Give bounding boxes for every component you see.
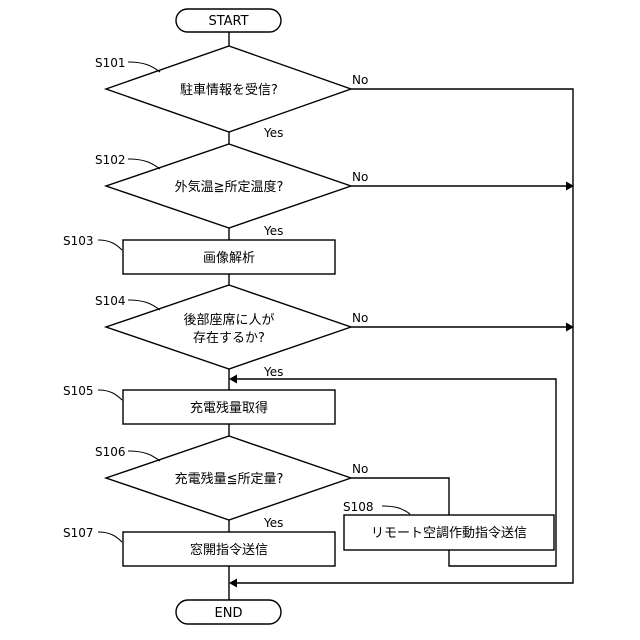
- leader-s107: [98, 532, 122, 542]
- no-label-s106: No: [352, 462, 368, 476]
- yes-label-s101: Yes: [263, 126, 283, 140]
- step-label-s107: S107: [63, 526, 94, 540]
- no-label-s104: No: [352, 311, 368, 325]
- end-text: END: [215, 606, 243, 621]
- yes-label-s102: Yes: [263, 224, 283, 238]
- leader-s102: [128, 159, 160, 169]
- yes-label-s106: Yes: [263, 516, 283, 530]
- step-label-s105: S105: [63, 384, 94, 398]
- step-label-s106: S106: [95, 445, 126, 459]
- leader-s108: [382, 506, 410, 514]
- process-s105-text: 充電残量取得: [190, 400, 268, 416]
- step-label-s108: S108: [343, 500, 374, 514]
- process-s108-text: リモート空調作動指令送信: [371, 526, 527, 541]
- leader-s101: [128, 62, 160, 72]
- start-text: START: [208, 14, 248, 29]
- step-label-s102: S102: [95, 153, 126, 167]
- leader-s106: [128, 451, 160, 461]
- arrow-return-s105: [229, 375, 237, 384]
- decision-s106-text: 充電残量≦所定量?: [175, 471, 284, 487]
- decision-s104-line1: 後部座席に人が: [183, 312, 274, 328]
- yes-label-s104: Yes: [263, 365, 283, 379]
- process-s107-text: 窓開指令送信: [190, 542, 268, 558]
- leader-s105: [98, 390, 122, 400]
- no-label-s101: No: [352, 73, 368, 87]
- step-label-s104: S104: [95, 294, 126, 308]
- no-label-s102: No: [352, 170, 368, 184]
- step-label-s103: S103: [63, 234, 94, 248]
- decision-s101-text: 駐車情報を受信?: [180, 83, 278, 98]
- process-s103-text: 画像解析: [203, 251, 255, 266]
- decision-s104-line2: 存在するか?: [193, 331, 265, 346]
- leader-s103: [98, 240, 122, 250]
- leader-s104: [128, 300, 160, 310]
- step-label-s101: S101: [95, 56, 126, 70]
- arrow-into-end: [229, 579, 237, 588]
- decision-s102-text: 外気温≧所定温度?: [175, 179, 284, 195]
